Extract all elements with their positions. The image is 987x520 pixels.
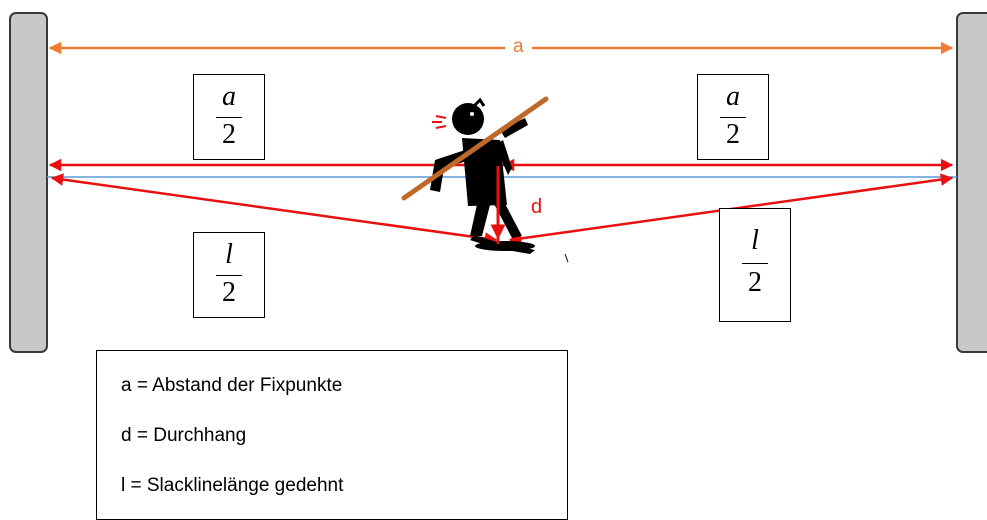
fraction-numerator: a [222, 81, 236, 112]
right-anchor-post [956, 12, 987, 353]
fraction-denominator: 2 [748, 267, 762, 298]
fraction-numerator: l [751, 225, 759, 256]
half-l-left-arrow [50, 173, 498, 245]
fraction-bar [216, 275, 242, 276]
fraction-denominator: 2 [726, 119, 740, 150]
slackliner-figure [430, 97, 535, 254]
legend-box: a = Abstand der Fixpunkte d = Durchhang … [96, 350, 568, 520]
fraction-l-half-right: l 2 [719, 208, 791, 322]
fraction-denominator: 2 [222, 277, 236, 308]
distance-a-label: a [505, 36, 532, 58]
legend-item-l: l = Slacklinelänge gedehnt [121, 475, 344, 496]
fraction-bar [216, 117, 242, 118]
legend-item-a: a = Abstand der Fixpunkte [121, 375, 343, 396]
left-anchor-post [9, 12, 48, 353]
fraction-numerator: l [225, 239, 233, 270]
fraction-a-half-right: a 2 [697, 74, 769, 160]
fraction-a-half-left: a 2 [193, 74, 265, 160]
fraction-l-half-left: l 2 [193, 232, 265, 318]
fraction-bar [720, 117, 746, 118]
fraction-bar [742, 263, 768, 264]
fraction-numerator: a [726, 81, 740, 112]
sag-d-label: d [531, 196, 543, 218]
balance-pole [401, 96, 549, 201]
fraction-denominator: 2 [222, 119, 236, 150]
legend-item-d: d = Durchhang [121, 425, 247, 446]
